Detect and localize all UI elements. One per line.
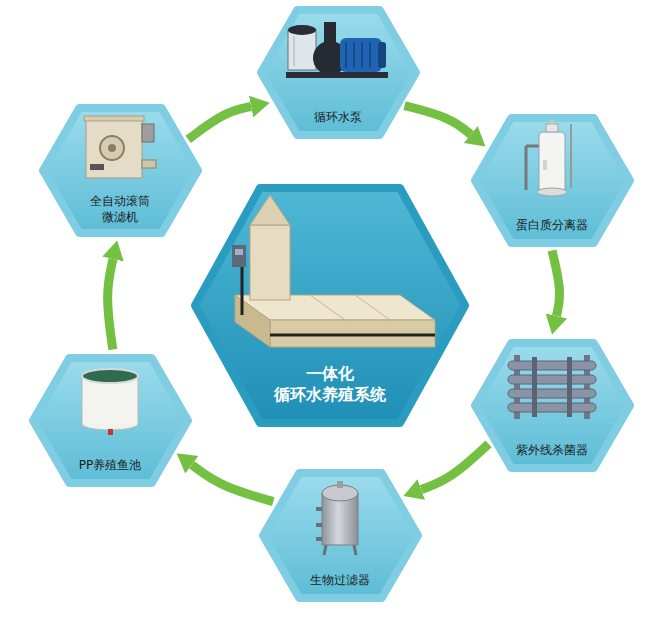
illustration-part [324, 22, 336, 42]
pump-illustration [286, 22, 388, 78]
equipment-hexagon: 生物过滤器 [258, 468, 423, 603]
equipment-label: 循环水泵 [314, 110, 362, 126]
illustration-part [235, 295, 270, 347]
equipment-label: 全自动滚筒 微滤机 [86, 194, 154, 225]
illustration-part [508, 403, 596, 412]
illustration-part [82, 369, 138, 383]
fish-tank-illustration [82, 369, 138, 435]
equipment-hexagon: 循环水泵 [256, 5, 421, 140]
illustration-part [532, 357, 537, 417]
illustration-part [369, 42, 371, 68]
bio-filter-illustration [316, 481, 358, 555]
hexagon-fill [263, 473, 418, 598]
hexagon-fill [475, 343, 630, 468]
illustration-part [570, 124, 572, 188]
protein-skimmer-illustration [526, 120, 571, 196]
hexagon-fill [475, 118, 630, 243]
hexagon-fill [195, 188, 465, 423]
illustration-part [354, 545, 356, 555]
illustration-part [345, 42, 347, 68]
equipment-hexagon: PP养殖鱼池 [28, 353, 193, 488]
illustration-part [525, 146, 528, 190]
flow-arrow [552, 251, 560, 317]
equipment-hexagon: 全自动滚筒 微滤机 [38, 103, 203, 238]
illustration-part [340, 38, 382, 72]
illustration-part [337, 481, 343, 488]
illustration-part [316, 523, 322, 527]
illustration-part [324, 545, 326, 555]
illustration-part [508, 361, 596, 370]
illustration-part [310, 295, 345, 320]
illustration-part [539, 132, 565, 192]
integrated-system-illustration [232, 195, 435, 347]
illustration-part [508, 389, 596, 398]
flow-arrow [192, 465, 273, 502]
illustration-part [142, 124, 154, 142]
illustration-part [316, 537, 322, 541]
system-hexagon: 一体化 循环水养殖系统 [190, 183, 470, 428]
illustration-part [543, 160, 547, 170]
illustration-part [550, 120, 554, 125]
illustration-part [546, 124, 558, 132]
illustration-part [316, 507, 322, 511]
flow-arrow [405, 106, 471, 135]
hexagon-fill [43, 108, 198, 233]
flow-arrow [188, 106, 251, 139]
illustration-part [286, 72, 388, 78]
illustration-part [82, 418, 138, 430]
illustration-part [361, 42, 363, 68]
illustration-part [108, 144, 116, 152]
illustration-part [322, 493, 358, 545]
flow-arrow [108, 259, 113, 349]
illustration-part [355, 295, 390, 320]
illustration-part [270, 334, 435, 337]
equipment-label: 蛋白质分离器 [516, 218, 588, 234]
illustration-part [270, 320, 435, 347]
illustration-part [86, 120, 142, 178]
flow-arrow [421, 444, 488, 490]
illustration-part [108, 429, 113, 435]
hexagon-fill [33, 358, 188, 483]
illustration-part [235, 249, 243, 255]
illustration-part [138, 376, 139, 424]
equipment-label: 紫外线杀菌器 [516, 443, 588, 459]
illustration-part [584, 355, 590, 419]
illustration-part [288, 30, 316, 70]
illustration-part [84, 116, 144, 121]
illustration-part [378, 42, 386, 68]
illustration-part [232, 245, 246, 267]
illustration-part [241, 265, 244, 315]
illustration-part [567, 357, 572, 417]
illustration-part [313, 41, 347, 75]
illustration-part [294, 36, 295, 66]
illustration-part [353, 42, 355, 68]
drum-filter-illustration [84, 116, 156, 178]
illustration-part [508, 375, 596, 384]
uv-sterilizer-illustration [508, 355, 596, 419]
illustration-part [322, 485, 358, 501]
illustration-part [514, 355, 520, 419]
illustration-part [537, 188, 567, 196]
equipment-label: 生物过滤器 [310, 573, 370, 589]
illustration-part [100, 136, 124, 160]
equipment-label: PP养殖鱼池 [79, 458, 141, 474]
hexagon-fill [261, 10, 416, 135]
illustration-part [82, 376, 83, 424]
illustration-part [235, 295, 435, 320]
illustration-part [90, 164, 104, 170]
illustration-part [250, 225, 290, 300]
illustration-part [82, 376, 138, 424]
system-title: 一体化 循环水养殖系统 [255, 364, 405, 406]
illustration-part [288, 25, 316, 35]
illustration-part [250, 195, 290, 225]
illustration-part [526, 145, 539, 148]
equipment-hexagon: 蛋白质分离器 [470, 113, 635, 248]
equipment-hexagon: 紫外线杀菌器 [470, 338, 635, 473]
illustration-part [142, 160, 156, 168]
